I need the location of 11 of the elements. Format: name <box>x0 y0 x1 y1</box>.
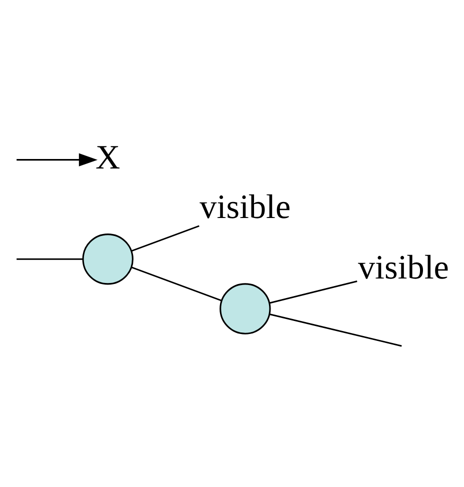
node-circle <box>82 233 134 284</box>
connector <box>269 280 358 304</box>
node-circle <box>220 282 271 334</box>
connector <box>131 224 200 252</box>
arrow <box>16 152 98 166</box>
node-text: X <box>96 139 120 176</box>
connector <box>131 266 222 301</box>
connector <box>269 313 402 346</box>
node-text: visible <box>200 188 291 226</box>
node-text: visible <box>358 249 449 286</box>
connector <box>16 258 84 260</box>
